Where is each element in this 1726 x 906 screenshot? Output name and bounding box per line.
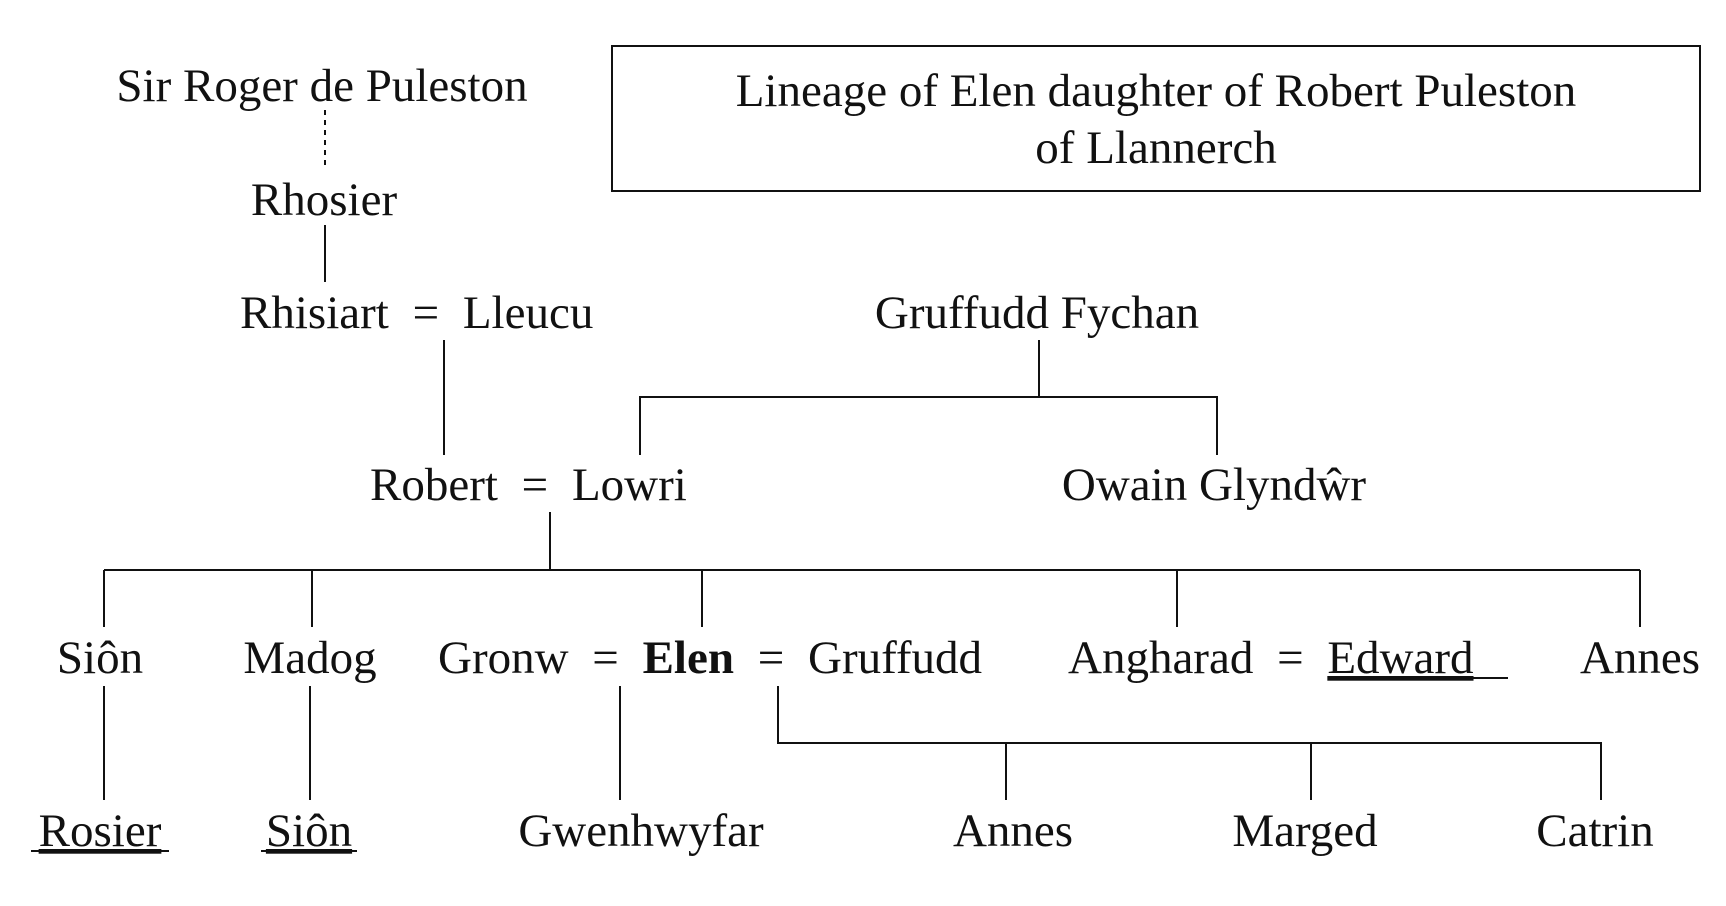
title-box (611, 45, 1701, 192)
couple-robert-lowri: Robert = Lowri (370, 459, 687, 511)
person-gruffudd-fychan: Gruffudd Fychan (875, 287, 1199, 339)
sibling-bar (777, 686, 1602, 800)
person-rosier: Rosier (39, 805, 162, 857)
person-sion-son: Siôn (266, 805, 352, 857)
person-angharad: Angharad (1068, 632, 1253, 684)
marriage-sign: = (413, 287, 440, 339)
marriage-sign: = (522, 459, 549, 511)
person-gruffudd: Gruffudd (808, 632, 982, 684)
sibling-bar (639, 396, 1218, 455)
person-edward: Edward (1327, 632, 1473, 684)
person-madog: Madog (243, 632, 376, 684)
person-owain-glyndwr: Owain Glyndŵr (1062, 459, 1366, 511)
marriage-sign: = (1277, 632, 1304, 684)
couple-angharad-edward: Angharad = Edward (1068, 632, 1474, 684)
person-gwenhwyfar: Gwenhwyfar (518, 805, 764, 857)
person-robert: Robert (370, 459, 498, 511)
couple-rhisiart-lleucu: Rhisiart = Lleucu (240, 287, 593, 339)
marriage-sign: = (758, 632, 785, 684)
marriage-sign: = (592, 632, 619, 684)
person-catrin: Catrin (1536, 805, 1653, 857)
person-elen: Elen (643, 632, 734, 684)
title-line-1: Lineage of Elen daughter of Robert Pules… (736, 65, 1577, 117)
person-annes-daughter: Annes (953, 805, 1073, 857)
person-rhosier: Rhosier (251, 174, 398, 226)
person-rhisiart: Rhisiart (240, 287, 389, 339)
person-gronw: Gronw (438, 632, 569, 684)
person-sion: Siôn (57, 632, 143, 684)
couple-gronw-elen-gruffudd: Gronw = Elen = Gruffudd (438, 632, 982, 684)
title-line-2: of Llannerch (1035, 122, 1276, 174)
person-marged: Marged (1232, 805, 1377, 857)
person-lleucu: Lleucu (463, 287, 594, 339)
person-annes-sister: Annes (1580, 632, 1700, 684)
person-sir-roger-de-puleston: Sir Roger de Puleston (116, 60, 527, 112)
person-lowri: Lowri (572, 459, 687, 511)
